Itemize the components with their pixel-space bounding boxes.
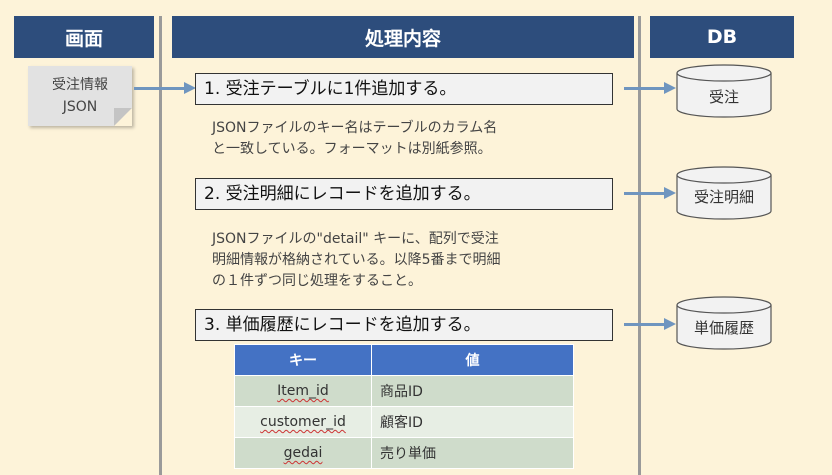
step-2-desc-line: JSONファイルの"detail" キーに、配列で受注 <box>212 231 499 247</box>
step-2-desc-line: の１件ずつ同じ処理をすること。 <box>212 273 422 289</box>
step-2-box: 2. 受注明細にレコードを追加する。 <box>195 178 613 210</box>
table-row: customer_id 顧客ID <box>234 406 574 438</box>
input-note-line1: 受注情報 <box>52 77 108 93</box>
db-cylinder-order: 受注 <box>676 64 772 118</box>
table-row: Item_id 商品ID <box>234 375 574 407</box>
db-label-price-history: 単価履歴 <box>693 319 754 337</box>
column-header-db: DB <box>650 16 794 58</box>
column-divider-left <box>159 16 162 475</box>
step-1-desc-line: JSONファイルのキー名はテーブルのカラム名 <box>212 120 498 136</box>
arrow-step3-to-db <box>624 318 676 330</box>
step-1-box: 1. 受注テーブルに1件追加する。 <box>195 73 613 105</box>
table-cell-key: customer_id <box>234 406 372 438</box>
step-3-box: 3. 単価履歴にレコードを追加する。 <box>195 309 613 341</box>
table-cell-value: 顧客ID <box>371 406 574 438</box>
step-1-desc-line: と一致している。フォーマットは別紙参照。 <box>212 141 492 157</box>
key-text: Item_id <box>277 383 329 399</box>
db-cylinder-price-history: 単価履歴 <box>676 296 772 350</box>
step-2-desc-line: 明細情報が格納されている。以降5番まで明細 <box>212 252 501 268</box>
key-value-table: キー 値 Item_id 商品ID customer_id 顧客ID gedai… <box>234 344 574 469</box>
key-text: customer_id <box>260 414 346 430</box>
table-cell-key: Item_id <box>234 375 372 407</box>
arrow-input-to-step1 <box>134 82 196 94</box>
arrow-step1-to-db <box>624 82 676 94</box>
column-header-screen: 画面 <box>14 16 154 58</box>
table-cell-key: gedai <box>234 437 372 469</box>
column-divider-right <box>638 16 641 475</box>
arrow-step2-to-db <box>624 187 676 199</box>
input-json-note: 受注情報 JSON <box>28 66 132 126</box>
note-fold-corner <box>114 108 132 126</box>
input-note-line2: JSON <box>62 99 98 115</box>
db-label-order-detail: 受注明細 <box>693 188 754 206</box>
column-header-process: 処理内容 <box>172 16 634 58</box>
table-header-value: 値 <box>371 344 574 376</box>
step-1-description: JSONファイルのキー名はテーブルのカラム名 と一致している。フォーマットは別紙… <box>212 118 622 160</box>
key-text: gedai <box>283 445 323 461</box>
table-cell-value: 商品ID <box>371 375 574 407</box>
table-header-key: キー <box>234 344 372 376</box>
table-row: gedai 売り単価 <box>234 437 574 469</box>
db-label-order: 受注 <box>708 88 739 106</box>
table-header-row: キー 値 <box>234 344 574 376</box>
table-cell-value: 売り単価 <box>371 437 574 469</box>
db-cylinder-order-detail: 受注明細 <box>676 166 772 220</box>
step-2-description: JSONファイルの"detail" キーに、配列で受注 明細情報が格納されている… <box>212 229 622 292</box>
